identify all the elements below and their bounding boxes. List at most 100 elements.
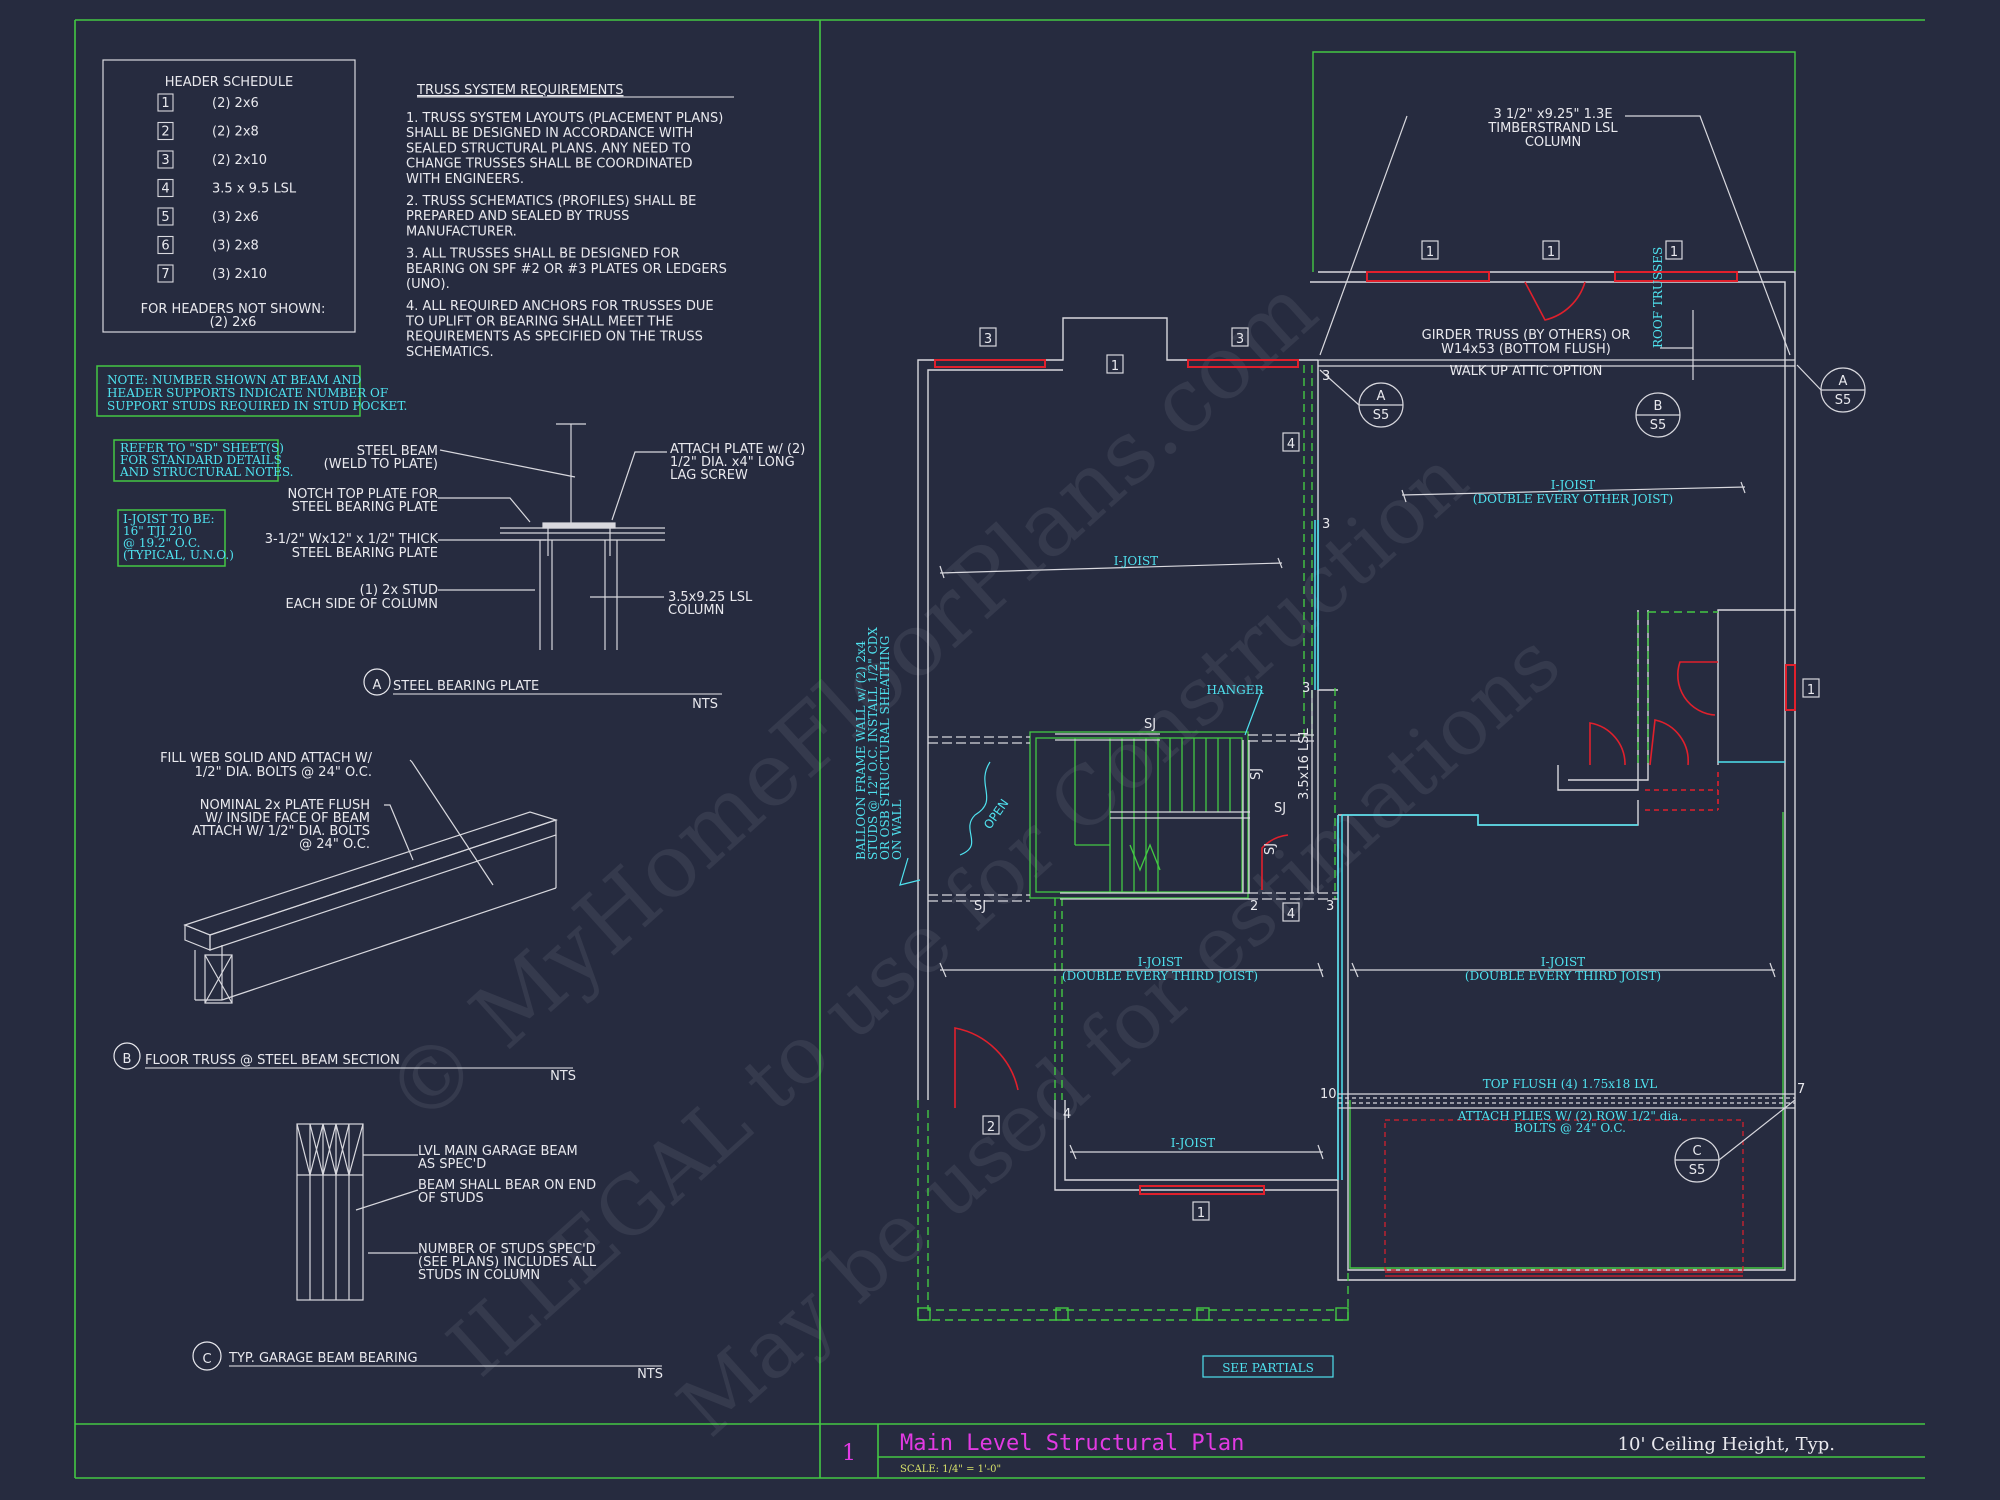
bearing-lines: [917, 365, 1718, 1321]
label-steel-beam-1: STEEL BEAM: [357, 444, 438, 459]
label-stud-1: (1) 2x STUD: [360, 583, 438, 598]
stud-3-b: 3: [1322, 517, 1330, 532]
ijoist-mid-left: I-JOIST: [1138, 955, 1182, 969]
header-tag-box: [157, 264, 174, 283]
cut-a-left-sheet: S5: [1373, 408, 1390, 423]
balloon-note: BALLOON FRAME WALL w/ (2) 2x4 STUDS @ 12…: [854, 627, 904, 860]
attic-note: WALK UP ATTIC OPTION: [1450, 364, 1603, 379]
tag-4-upper: 4: [1287, 437, 1295, 452]
detail-a-marker: [363, 668, 391, 696]
top-flush-label: TOP FLUSH (4) 1.75x18 LVL: [1483, 1077, 1658, 1091]
stud-2: 2: [1250, 899, 1258, 914]
ijoist-bottom: I-JOIST: [1171, 1136, 1215, 1150]
truss-title: TRUSS SYSTEM REQUIREMENTS: [416, 83, 624, 98]
truss-requirement-line: SCHEMATICS.: [406, 345, 494, 360]
label-studs-3: STUDS IN COLUMN: [418, 1268, 540, 1283]
label-plate-2: STEEL BEARING PLATE: [292, 546, 438, 561]
attach-plies-2: BOLTS @ 24" O.C.: [1514, 1121, 1626, 1135]
section-markers: [1319, 364, 1866, 1183]
cyan-leaders: [899, 689, 1263, 886]
label-studs-2: (SEE PLANS) INCLUDES ALL: [418, 1255, 597, 1270]
header-tag-number: 3: [161, 153, 169, 168]
truss-requirement-line: BEARING ON SPF #2 OR #3 PLATES OR LEDGER…: [406, 262, 727, 277]
label-column-2: COLUMN: [668, 603, 724, 618]
header-spec: (2) 2x8: [212, 125, 259, 140]
garage-beam: [1338, 1093, 1795, 1109]
label-nominal-2: W/ INSIDE FACE OF BEAM: [205, 811, 370, 826]
sj-mid: SJ: [1274, 801, 1286, 816]
note-2-line-2: FOR STANDARD DETAILS: [120, 453, 282, 467]
truss-requirement-line: MANUFACTURER.: [406, 224, 517, 239]
garage-door-dashed: [1384, 1119, 1744, 1277]
truss-requirements: TRUSS SYSTEM REQUIREMENTS 1. TRUSS SYSTE…: [405, 83, 734, 360]
truss-requirement-line: 2. TRUSS SCHEMATICS (PROFILES) SHALL BE: [406, 194, 696, 209]
header-tag-box: [157, 207, 174, 226]
doors: [954, 281, 1719, 1108]
plan-title: Main Level Structural Plan: [900, 1431, 1244, 1456]
sj-top: SJ: [1144, 717, 1156, 732]
label-nominal-4: @ 24" O.C.: [299, 837, 370, 852]
label-nominal-1: NOMINAL 2x PLATE FLUSH: [200, 798, 370, 813]
tag-1-east: 1: [1807, 683, 1815, 698]
header-tag-box: [157, 93, 174, 112]
detail-c-title: TYP. GARAGE BEAM BEARING: [228, 1351, 418, 1366]
cut-b-sheet: S5: [1650, 418, 1667, 433]
label-stud-2: EACH SIDE OF COLUMN: [285, 597, 438, 612]
column-note-2: TIMBERSTRAND LSL: [1487, 121, 1618, 136]
detail-steel-bearing-plate: [438, 423, 667, 650]
cut-a-right-sheet: S5: [1835, 393, 1852, 408]
truss-requirement-line: TO UPLIFT OR BEARING SHALL MEET THE: [405, 314, 673, 329]
label-lvl-2: AS SPEC'D: [418, 1157, 486, 1172]
tag-1-bottom: 1: [1197, 1206, 1205, 1221]
label-notch-1: NOTCH TOP PLATE FOR: [287, 487, 438, 502]
cut-b-letter: B: [1654, 399, 1663, 414]
sheet-border: [74, 19, 1925, 1479]
see-partials-label: SEE PARTIALS: [1222, 1361, 1314, 1375]
header-spec: (3) 2x10: [212, 267, 267, 282]
tag-3-left: 3: [984, 332, 992, 347]
header-schedule-footer-1: FOR HEADERS NOT SHOWN:: [141, 302, 326, 317]
stud-10: 10: [1320, 1087, 1337, 1102]
note-box-1: NOTE: NUMBER SHOWN AT BEAM AND HEADER SU…: [96, 365, 407, 417]
girder-note-2: W14x53 (BOTTOM FLUSH): [1441, 342, 1611, 357]
detail-b-letter: B: [123, 1052, 132, 1067]
header-spec: (3) 2x6: [212, 210, 259, 225]
ijoist-upper-right: I-JOIST: [1551, 478, 1595, 492]
note-3-line-2: 16" TJI 210: [123, 524, 192, 538]
joist-arrows: [939, 115, 1791, 1160]
hanger-label: HANGER: [1206, 683, 1264, 697]
see-partials-box: SEE PARTIALS: [1202, 1355, 1334, 1378]
ijoist-upper-left: I-JOIST: [1114, 554, 1158, 568]
double-third-right: (DOUBLE EVERY THIRD JOIST): [1465, 969, 1661, 983]
label-column-1: 3.5x9.25 LSL: [668, 590, 753, 605]
tag-1-attic-a: 1: [1426, 245, 1434, 260]
header-spec: 3.5 x 9.5 LSL: [212, 182, 297, 197]
label-attach-2: 1/2" DIA. x4" LONG: [670, 455, 795, 470]
detail-c-scale: NTS: [637, 1367, 663, 1382]
plan-notes: 3 1/2" x9.25" 1.3E TIMBERSTRAND LSL COLU…: [854, 107, 1682, 1150]
ceiling-height: 10' Ceiling Height, Typ.: [1618, 1434, 1835, 1455]
label-studs-1: NUMBER OF STUDS SPEC'D: [418, 1242, 596, 1257]
tag-4-lower: 4: [1287, 907, 1295, 922]
cut-c-letter: C: [1692, 1144, 1701, 1159]
attic-outline: [1312, 51, 1796, 272]
label-bear-2: OF STUDS: [418, 1191, 484, 1206]
truss-requirement-line: SEALED STRUCTURAL PLANS. ANY NEED TO: [406, 141, 691, 156]
header-schedule-footer-2: (2) 2x6: [210, 315, 257, 330]
label-lvl-1: LVL MAIN GARAGE BEAM: [418, 1144, 578, 1159]
header-tag-number: 1: [161, 96, 169, 111]
truss-requirement-line: 4. ALL REQUIRED ANCHORS FOR TRUSSES DUE: [406, 299, 714, 314]
header-tag-box: [157, 178, 174, 198]
detail-c-labels: LVL MAIN GARAGE BEAM AS SPEC'D BEAM SHAL…: [192, 1144, 663, 1382]
detail-a-title: STEEL BEARING PLATE: [393, 679, 539, 694]
stair-beams: [928, 690, 1338, 902]
porch-posts: [917, 1307, 1349, 1321]
header-tag-box: [157, 235, 174, 255]
stud-counts: 3 3 3 2 3 4 10 7: [1063, 369, 1805, 1122]
sj-bottom: SJ: [974, 899, 986, 914]
label-bear-1: BEAM SHALL BEAR ON END: [418, 1178, 596, 1193]
sj-vert-a: SJ: [1249, 768, 1264, 780]
label-fill-web-1: FILL WEB SOLID AND ATTACH W/: [160, 751, 373, 766]
stud-4: 4: [1063, 1107, 1071, 1122]
cyan-walls: [1314, 520, 1785, 1180]
